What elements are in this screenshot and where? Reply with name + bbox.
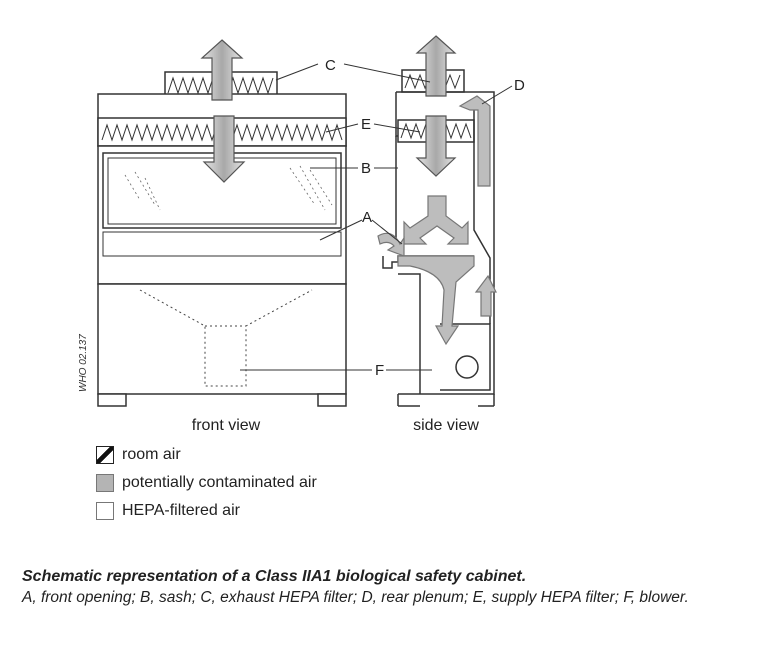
side-lower-front (398, 273, 421, 394)
side-split-arrow (403, 195, 469, 245)
front-base-cabinet (97, 283, 347, 395)
front-foot-right (317, 393, 347, 407)
label-a: A (362, 209, 372, 226)
label-e: E (361, 116, 371, 133)
label-b: B (361, 160, 371, 177)
front-foot-left (97, 393, 127, 407)
caption-body: A, front opening; B, sash; C, exhaust HE… (22, 589, 689, 606)
legend-label: room air (122, 446, 181, 463)
side-inflow-arrow (377, 232, 405, 257)
legend-label: potentially contaminated air (122, 474, 317, 491)
side-view-label: side view (413, 417, 479, 434)
front-opening (102, 231, 342, 257)
front-supply-arrow (202, 115, 246, 183)
side-blower-housing (440, 323, 491, 391)
legend-label: HEPA-filtered air (122, 502, 240, 519)
caption-title: Schematic representation of a Class IIA1… (22, 568, 527, 585)
front-airflow-arrows (200, 39, 246, 183)
glass-reflection (124, 165, 333, 211)
legend-item-hepa-air: HEPA-filtered air (96, 497, 317, 525)
figure-code: WHO 02.137 (78, 334, 89, 392)
legend-item-contaminated-air: potentially contaminated air (96, 469, 317, 497)
front-view-label: front view (192, 417, 261, 434)
front-exhaust-arrow (200, 39, 244, 101)
side-supply-arrow (415, 115, 457, 177)
label-d: D (514, 77, 525, 94)
hepa-air-swatch-icon (96, 502, 114, 520)
figure-caption: Schematic representation of a Class IIA1… (22, 568, 742, 607)
label-f: F (375, 362, 384, 379)
side-blower-wheel (455, 355, 479, 379)
side-plenum-up-arrow (458, 95, 491, 187)
side-rear-up-arrow (474, 274, 497, 317)
contaminated-air-swatch-icon (96, 474, 114, 492)
front-blower-outline (139, 289, 313, 387)
side-downflow-arrow (397, 255, 475, 346)
cabinet-diagram: C D E B A F front view side view WHO 02.… (78, 35, 525, 434)
room-air-swatch-icon (96, 446, 114, 464)
legend: room air potentially contaminated air HE… (96, 441, 317, 525)
leader-lines (240, 63, 513, 371)
legend-item-room-air: room air (96, 441, 317, 469)
label-c: C (325, 57, 336, 74)
